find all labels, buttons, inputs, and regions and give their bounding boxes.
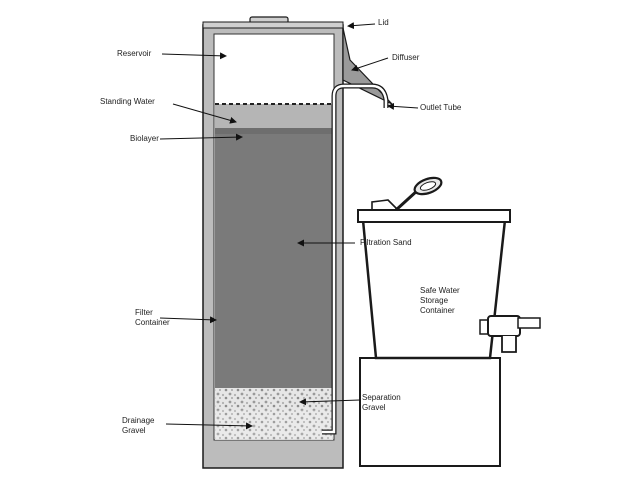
label-line: Gravel — [362, 403, 386, 412]
label-diffuser: Diffuser — [392, 53, 420, 62]
label-line: Safe Water — [420, 286, 460, 295]
arrow-drainage-gravel — [165, 422, 253, 430]
label-safe-water-storage-container: Safe Water Storage Container — [420, 286, 460, 316]
label-reservoir: Reservoir — [117, 49, 152, 58]
safe-water-storage-container — [357, 199, 511, 360]
arrow-reservoir — [161, 52, 227, 60]
label-line: Container — [420, 306, 455, 315]
leader-arrows — [159, 22, 419, 430]
label-line: Storage — [420, 296, 449, 305]
label-lid: Lid — [378, 18, 389, 27]
label-line: Drainage — [122, 416, 155, 425]
arrow-filter-container — [159, 316, 217, 324]
standing-water — [215, 104, 333, 130]
arrow-biolayer — [159, 133, 243, 141]
arrow-standing-water — [172, 103, 237, 124]
tap — [479, 315, 541, 353]
arrow-lid — [347, 22, 376, 30]
label-biolayer: Biolayer — [130, 134, 159, 143]
label-line: Gravel — [122, 426, 146, 435]
label-line: Separation — [362, 393, 401, 402]
label-drainage-gravel: Drainage Gravel — [122, 416, 154, 436]
storage-stand — [359, 357, 501, 467]
label-line: Filter — [135, 308, 153, 317]
biolayer — [215, 128, 333, 134]
label-filtration-sand: Filtration Sand — [360, 238, 412, 247]
arrow-outlet-tube — [387, 102, 419, 110]
label-separation-gravel: Separation Gravel — [362, 393, 401, 413]
label-standing-water: Standing Water — [100, 97, 155, 106]
label-filter-container: Filter Container — [135, 308, 170, 328]
arrow-separation-gravel — [299, 398, 361, 406]
filtration-sand — [215, 134, 333, 388]
label-outlet-tube: Outlet Tube — [420, 103, 462, 112]
separation-gravel — [215, 388, 333, 410]
drainage-gravel — [215, 410, 333, 440]
label-line: Container — [135, 318, 170, 327]
arrow-diffuser — [351, 57, 389, 72]
bucket-lid-handle — [394, 176, 443, 212]
lid — [202, 16, 344, 29]
